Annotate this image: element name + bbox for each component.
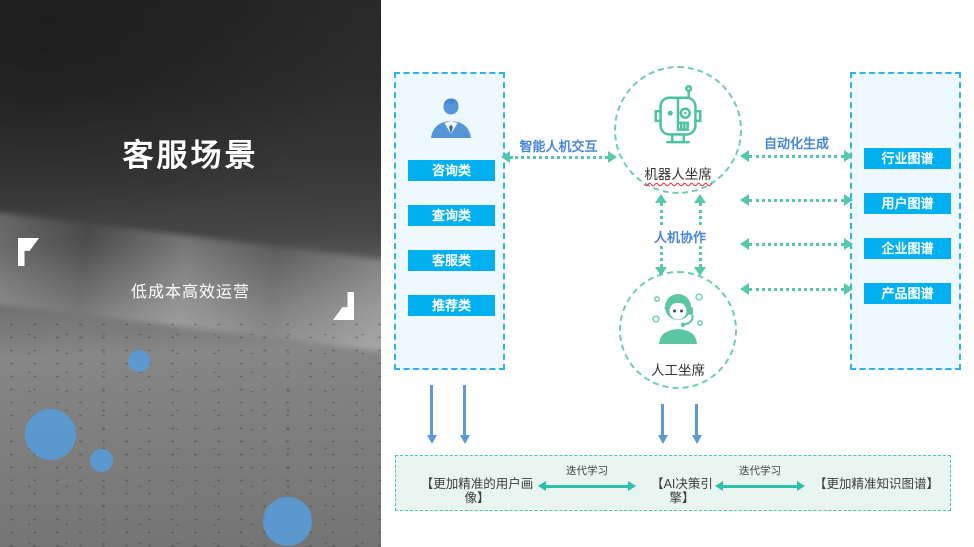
human-agent-node: 人工坐席 — [619, 271, 737, 389]
beach-photo: 客服场景 低成本高效运营 — [0, 0, 381, 547]
decor-circle — [263, 497, 312, 546]
arrow-iterate-left — [538, 481, 636, 491]
graph-chip: 产品图谱 — [864, 283, 951, 304]
robot-agent-label: 机器人坐席 — [644, 167, 712, 182]
drop-arrow — [691, 404, 702, 444]
graph-chip: 行业图谱 — [864, 148, 951, 169]
bottom-item-ai-engine: 【AI决策引擎】 — [651, 477, 713, 505]
robot-icon — [649, 83, 707, 158]
category-chip: 推荐类 — [408, 295, 495, 316]
category-chip: 客服类 — [408, 250, 495, 271]
knowledge-graph-panel: 行业图谱 用户图谱 企业图谱 产品图谱 — [850, 72, 961, 370]
arrow-iterate-right — [715, 481, 805, 491]
drop-arrow — [657, 404, 668, 444]
decor-circle — [25, 409, 76, 460]
decor-circle — [128, 350, 150, 372]
arrow-human-graph-4 — [740, 283, 853, 295]
edge-label-human-machine-collab: 人机协作 — [652, 227, 708, 246]
graph-chip: 企业图谱 — [864, 238, 951, 259]
request-types-panel: 咨询类 查询类 客服类 推荐类 — [394, 72, 505, 370]
human-agent-label: 人工坐席 — [651, 363, 705, 378]
slide-subtitle: 低成本高效运营 — [130, 284, 250, 301]
headset-agent-icon — [649, 288, 707, 351]
arrow-robot-graph-1 — [740, 150, 853, 162]
edge-label-auto-generate: 自动化生成 — [763, 136, 829, 151]
decor-circle — [90, 449, 113, 472]
iteration-label: 迭代学习 — [566, 465, 608, 477]
graph-chip: 用户图谱 — [864, 193, 951, 214]
slide-title: 客服场景 — [122, 138, 259, 173]
robot-agent-node: 机器人坐席 — [614, 66, 742, 194]
corner-mark-icon — [18, 238, 39, 266]
bottom-item-user-profile: 【更加精准的用户画像】 — [420, 477, 534, 505]
edge-label-smart-interaction: 智能人机交互 — [519, 139, 598, 154]
iteration-label: 迭代学习 — [739, 465, 781, 477]
arrow-robot-graph-2 — [740, 194, 853, 206]
arrow-human-graph-3 — [740, 238, 853, 250]
bottom-item-knowledge-graph: 【更加精准知识图谱】 — [814, 477, 940, 491]
category-chip: 咨询类 — [408, 160, 495, 181]
results-box — [395, 455, 951, 511]
category-chip: 查询类 — [408, 205, 495, 226]
businessman-icon — [428, 96, 474, 143]
arrow-user-robot — [501, 151, 617, 163]
drop-arrow — [426, 385, 437, 444]
drop-arrow — [459, 385, 470, 444]
